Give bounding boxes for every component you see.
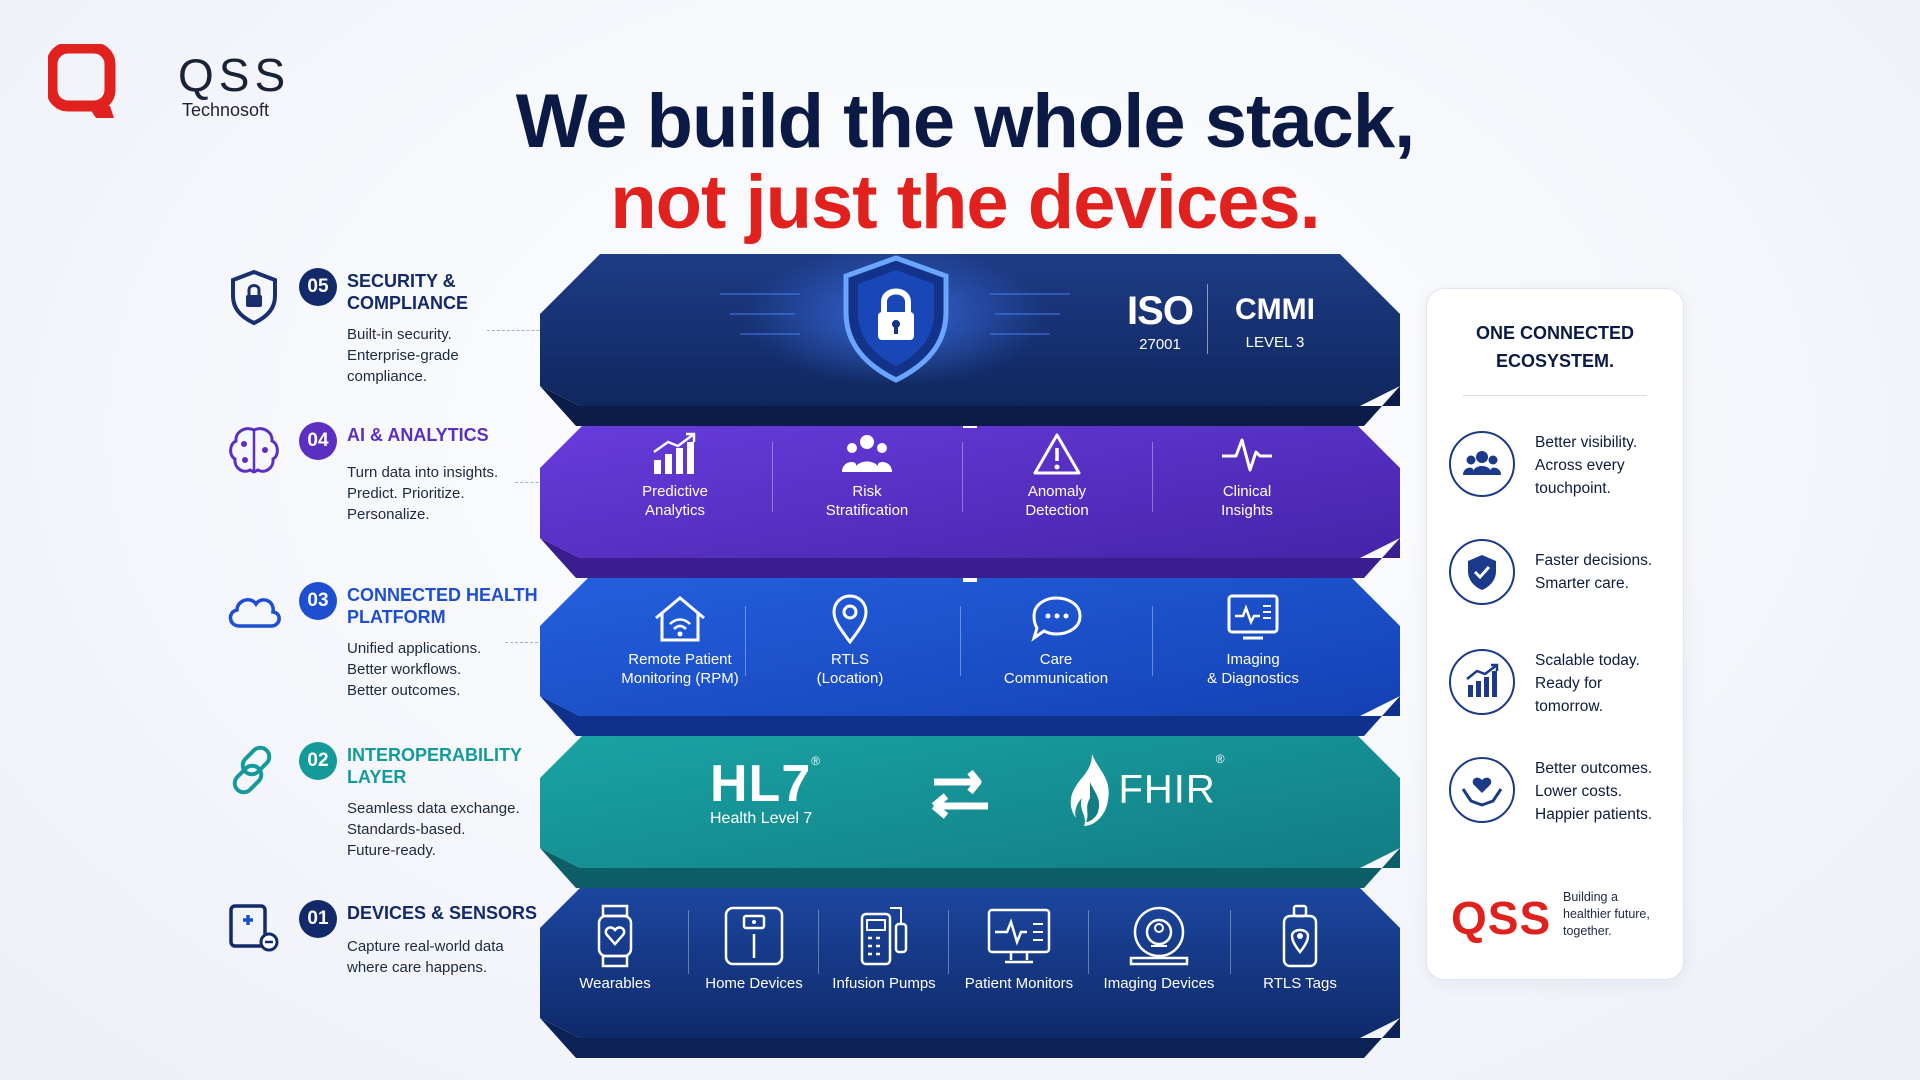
layer-desc: Turn data into insights.Predict. Priorit… — [347, 464, 499, 523]
layer-number: 02 — [299, 742, 337, 780]
infusion-pump-icon — [860, 907, 908, 966]
headline-line-2: not just the devices. — [610, 160, 1321, 245]
layer-number: 05 — [299, 268, 337, 306]
shield-check-icon — [1468, 555, 1496, 590]
technology-stack: Wearables Home Devices Infusion Pumps Pa… — [540, 248, 1400, 1058]
chat-bubbles-icon — [1031, 596, 1082, 642]
cmmi-text: CMMI — [1235, 293, 1315, 326]
platform-imaging: Imaging& Diagnostics — [1168, 594, 1338, 688]
layer-desc: Unified applications.Better workflows.Be… — [347, 640, 482, 699]
security-shield-icon — [843, 255, 949, 383]
medical-device-icon — [229, 904, 279, 952]
iso-number: 27001 — [1139, 336, 1181, 353]
device-label: Home Devices — [705, 975, 803, 992]
flame-icon — [1070, 754, 1109, 826]
shield-lock-icon — [231, 269, 277, 326]
people-group-icon — [842, 435, 892, 472]
brain-icon — [229, 427, 279, 474]
panel-item-text: Faster decisions.Smarter care. — [1535, 552, 1653, 592]
device-wearables: Wearables — [560, 904, 670, 993]
imaging-scanner-icon — [1129, 906, 1189, 966]
footer-brand: QSS — [1451, 892, 1552, 944]
layer-title: AI & ANALYTICS — [347, 425, 489, 445]
device-infusion-pumps: Infusion Pumps — [824, 904, 944, 993]
layer-title: CONNECTED HEALTH PLATFORM — [347, 585, 538, 627]
device-label: Imaging Devices — [1103, 975, 1215, 992]
fhir-logo: FHIR® — [1068, 752, 1225, 828]
layer-title: DEVICES & SENSORS — [347, 903, 538, 923]
warning-triangle-icon — [1033, 433, 1081, 475]
logo-brand: QSS — [178, 49, 291, 101]
layer-title: SECURITY & COMPLIANCE — [347, 271, 468, 313]
layer-devices: Wearables Home Devices Infusion Pumps Pa… — [540, 868, 1400, 1058]
heart-hands-icon — [1461, 777, 1503, 807]
device-label: Wearables — [579, 975, 651, 992]
device-imaging-devices: Imaging Devices — [1094, 904, 1224, 993]
patient-monitor-icon — [987, 908, 1051, 964]
location-pin-icon — [832, 594, 868, 644]
platform-rtls: RTLS(Location) — [780, 594, 920, 688]
qss-logo: QSS Technosoft — [48, 44, 285, 124]
layer-desc: Seamless data exchange.Standards-based.F… — [347, 800, 520, 859]
growth-chart-icon — [1466, 663, 1499, 697]
home-device-icon — [724, 906, 784, 966]
iso-badge: ISO 27001 — [1120, 290, 1200, 353]
device-patient-monitors: Patient Monitors — [954, 904, 1084, 993]
pulse-icon — [1222, 438, 1272, 472]
device-home-devices: Home Devices — [694, 904, 814, 993]
bar-chart-growth-icon — [653, 432, 696, 474]
exchange-arrows-icon — [931, 769, 988, 819]
panel-item-text: Better outcomes.Lower costs.Happier pati… — [1535, 760, 1653, 823]
layer-number: 04 — [299, 422, 337, 460]
layer-security: ISO 27001 CMMI LEVEL 3 — [540, 254, 1400, 426]
headline-line-1: We build the whole stack, — [515, 79, 1415, 164]
layer-number: 01 — [299, 900, 337, 938]
cmmi-badge: CMMI LEVEL 3 — [1220, 292, 1330, 351]
smartwatch-icon — [597, 904, 633, 968]
fhir-text: FHIR — [1118, 767, 1216, 812]
device-rtls-tags: RTLS Tags — [1240, 904, 1360, 993]
cloud-icon — [228, 598, 281, 628]
cmmi-level: LEVEL 3 — [1245, 334, 1305, 351]
iso-text: ISO — [1127, 289, 1194, 333]
layer-title: INTEROPERABILITY LAYER — [347, 745, 522, 787]
hl7-subtext: Health Level 7 — [710, 810, 813, 827]
layer-interop: HL7® Health Level 7 FHIR® — [540, 718, 1400, 888]
home-wifi-icon — [655, 596, 705, 642]
layer-number: 03 — [299, 582, 337, 620]
link-icon — [232, 745, 272, 795]
qss-logo-mark-icon — [48, 44, 116, 118]
headline: We build the whole stack, not just the d… — [400, 80, 1530, 242]
panel-divider — [1463, 395, 1647, 396]
hl7-text: HL7 — [710, 755, 812, 813]
device-label: RTLS Tags — [1263, 975, 1337, 992]
logo-sub: Technosoft — [182, 100, 270, 120]
device-label: Patient Monitors — [964, 975, 1074, 992]
people-icon — [1463, 451, 1501, 475]
monitor-imaging-icon — [1227, 594, 1279, 640]
connector-line — [487, 330, 569, 331]
connector-line — [505, 642, 573, 643]
rtls-tag-icon — [1282, 904, 1318, 968]
hl7-logo: HL7® Health Level 7 — [710, 754, 821, 827]
device-label: Infusion Pumps — [832, 975, 936, 992]
